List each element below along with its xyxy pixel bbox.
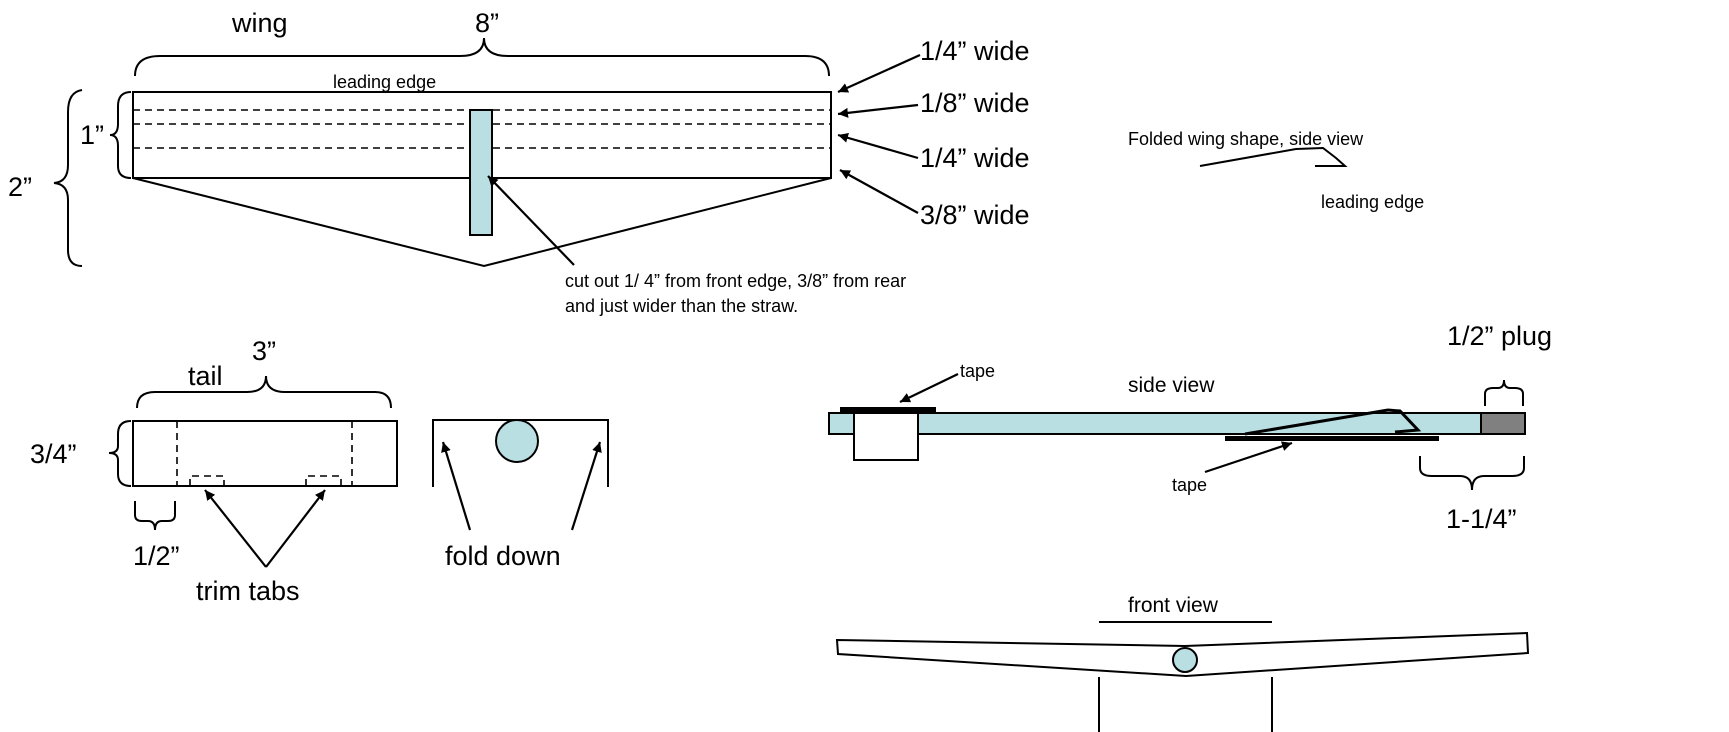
- strip-width-label-4: 3/8” wide: [920, 200, 1030, 230]
- wing-height-inner-brace: [109, 91, 132, 179]
- fold-down-arrow-left: [441, 441, 472, 531]
- wing-span-brace: [134, 37, 830, 77]
- wing-top-view: wing 8” leading edge 1” 2” 1/4” wide 1/8…: [8, 8, 1030, 316]
- wing-span-label: 8”: [475, 8, 499, 38]
- tape-arrow-top: [899, 373, 959, 403]
- front-view-title: front view: [1128, 594, 1219, 617]
- fold-down-arrow-right: [570, 441, 602, 531]
- tail-span-brace: [136, 375, 392, 409]
- trim-tab-left: [189, 475, 225, 486]
- tape-arrow-bottom: [1204, 441, 1293, 474]
- straw-body: [828, 412, 1482, 435]
- bottom-tape-strip: [1225, 436, 1439, 441]
- tail-span-label: 3”: [252, 336, 276, 366]
- straw-cutout: [469, 109, 493, 236]
- folded-title: Folded wing shape, side view: [1128, 129, 1364, 149]
- cutout-note-line-2: and just wider than the straw.: [565, 296, 798, 316]
- trim-tab-arrow-right: [265, 489, 326, 568]
- wing-leading-edge-label: leading edge: [333, 72, 436, 92]
- strip-arrow-1: [837, 53, 921, 94]
- folded-wing-profile: [1199, 146, 1348, 167]
- cutout-arrow: [487, 175, 575, 266]
- tail-height-label: 3/4”: [30, 439, 77, 469]
- tape-bottom-label: tape: [1172, 475, 1207, 495]
- tail-title: tail: [188, 361, 223, 391]
- side-view-title: side view: [1128, 374, 1215, 397]
- strip-width-label-2: 1/8” wide: [920, 88, 1030, 118]
- wing-title: wing: [231, 8, 288, 38]
- wing-height-inner-label: 1”: [80, 120, 104, 150]
- length-label: 1-1/4”: [1446, 504, 1517, 534]
- tail-height-brace: [108, 420, 132, 487]
- strip-arrow-3: [837, 132, 919, 160]
- strip-width-label-3: 1/4” wide: [920, 143, 1030, 173]
- trim-tab-right: [305, 475, 342, 486]
- tail-offset-brace: [134, 501, 176, 531]
- strip-arrow-2: [837, 103, 919, 118]
- front-straw-circle: [1172, 647, 1198, 673]
- length-brace: [1419, 456, 1525, 491]
- straw-end: [495, 419, 539, 463]
- wing-height-outer-brace: [53, 89, 83, 267]
- cutout-note-line-1: cut out 1/ 4” from front edge, 3/8” from…: [565, 271, 906, 291]
- tail-view: tail 3” 3/4” 1/2” trim tabs: [30, 336, 398, 606]
- folded-wing-on-straw: [1244, 408, 1422, 436]
- tail-fold-view: fold down: [432, 419, 609, 571]
- tail-offset-label: 1/2”: [133, 541, 180, 571]
- wing-trailing-triangle: [132, 177, 832, 268]
- trim-tabs-label: trim tabs: [196, 576, 300, 606]
- front-wing-outline: [835, 631, 1530, 678]
- plug-brace: [1484, 379, 1524, 406]
- fold-down-label: fold down: [445, 541, 561, 571]
- folded-leading-edge-label: leading edge: [1321, 192, 1424, 212]
- tail-rectangle: [132, 420, 398, 487]
- top-tape-strip: [840, 407, 936, 413]
- tape-top-label: tape: [960, 361, 995, 381]
- tail-block: [853, 412, 919, 461]
- strip-width-label-1: 1/4” wide: [920, 36, 1030, 66]
- side-view: side view 1/2” plug tape tape 1-1/4”: [828, 321, 1552, 534]
- trim-tab-arrow-left: [204, 489, 267, 568]
- front-view: front view: [835, 594, 1530, 732]
- strip-arrow-4: [839, 169, 919, 214]
- folded-wing-side-view: Folded wing shape, side view leading edg…: [1128, 129, 1424, 212]
- plug-block: [1480, 412, 1526, 435]
- plug-label: 1/2” plug: [1447, 321, 1552, 351]
- wing-height-outer-label: 2”: [8, 172, 32, 202]
